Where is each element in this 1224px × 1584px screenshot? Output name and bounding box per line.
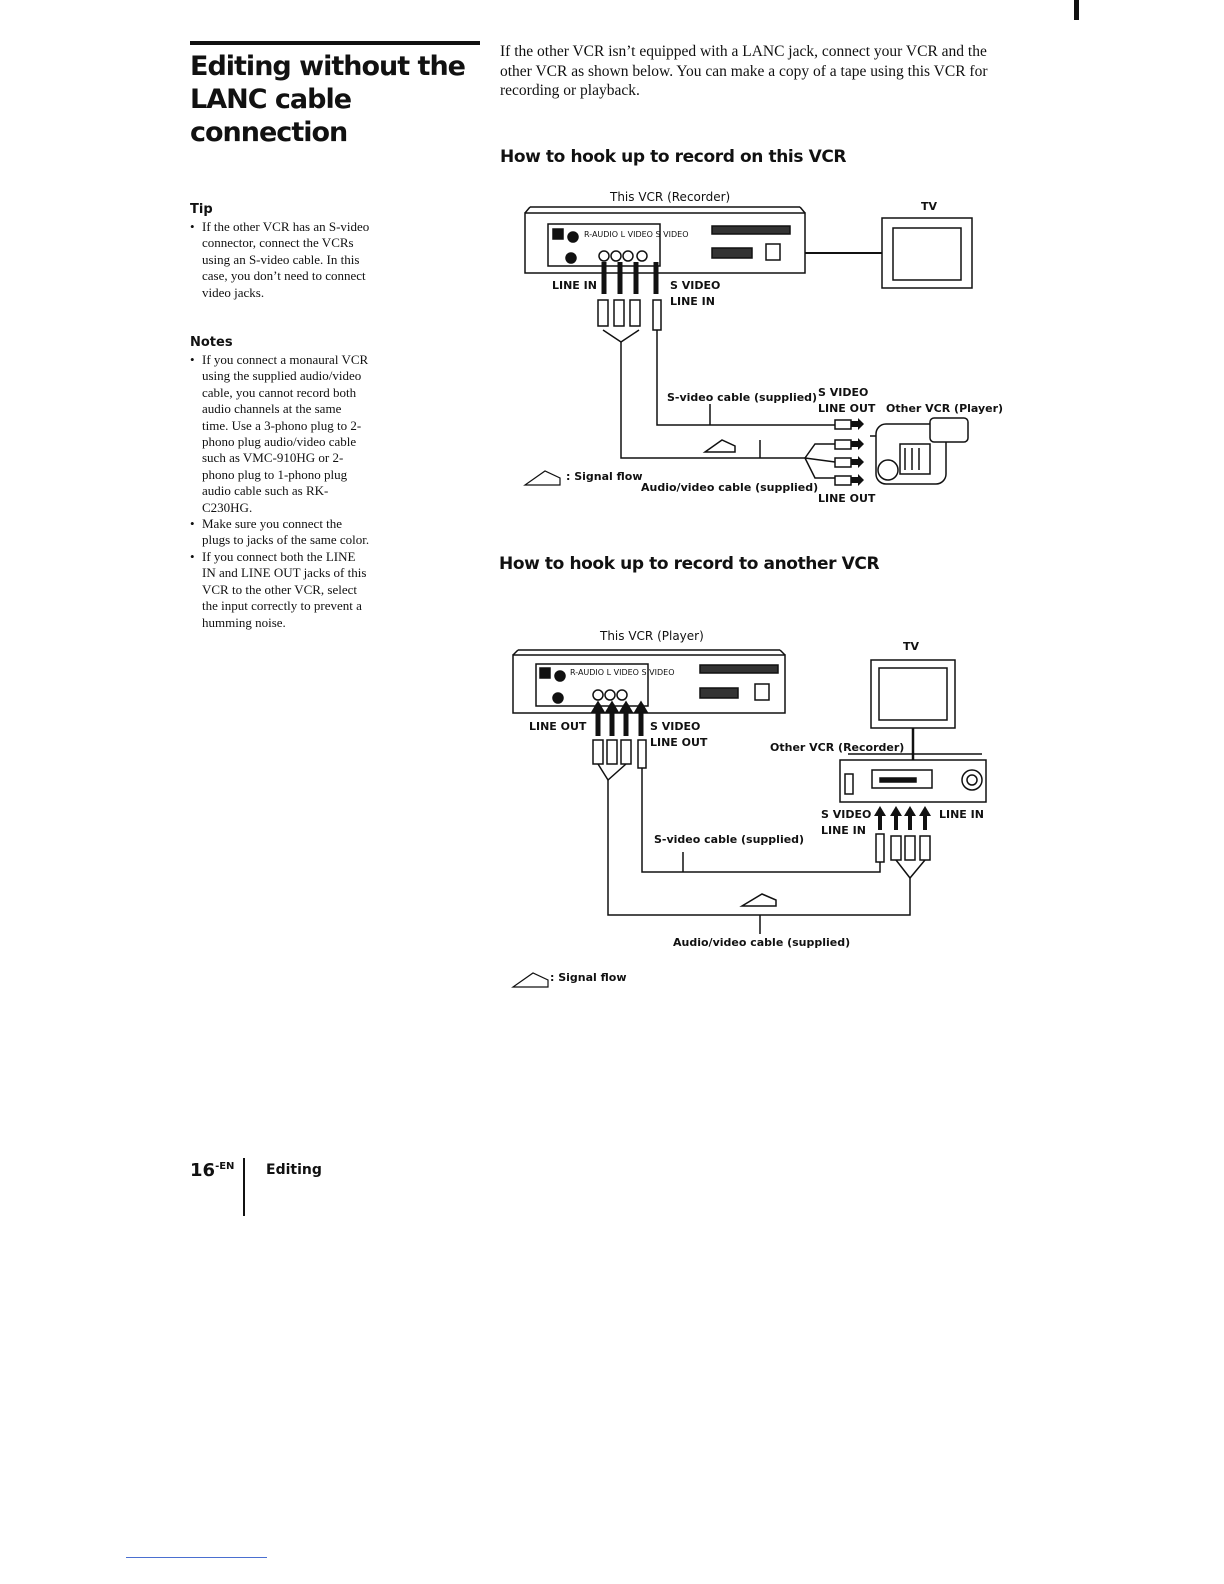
tip-item: If the other VCR has an S-video connecto… xyxy=(190,219,370,301)
other-vcr-player-label: Other VCR (Player) xyxy=(886,402,1004,415)
line-in-label-1: LINE IN xyxy=(552,279,597,292)
signal-flow-arrow-1 xyxy=(523,470,561,486)
tip-list: If the other VCR has an S-video connecto… xyxy=(190,219,370,301)
s-video-line-in-label-1b: LINE IN xyxy=(670,295,715,308)
line-in-label-2: LINE IN xyxy=(939,808,984,821)
page-number-value: 16 xyxy=(190,1160,216,1181)
line-out-label-2: LINE OUT xyxy=(529,720,587,733)
av-cable-label-2: Audio/video cable (supplied) xyxy=(673,936,851,949)
other-vcr-recorder-body xyxy=(839,759,987,803)
jack-panel-label-2: R-AUDIO L VIDEO S VIDEO xyxy=(570,668,675,677)
footer-divider xyxy=(243,1158,245,1216)
tip-block: Tip If the other VCR has an S-video conn… xyxy=(190,202,370,301)
tv-label-2: TV xyxy=(903,640,920,653)
s-video-line-in-label-1a: S VIDEO xyxy=(670,279,721,292)
page-number-suffix: -EN xyxy=(215,1161,235,1172)
tv-2 xyxy=(870,659,956,729)
av-cable-label-1: Audio/video cable (supplied) xyxy=(641,481,819,494)
title-rule xyxy=(190,41,480,45)
s-video-cable-label-1: S-video cable (supplied) xyxy=(667,391,818,404)
notes-heading: Notes xyxy=(190,335,233,350)
this-vcr-player-body xyxy=(512,654,786,714)
s-video-line-in-label-2b: LINE IN xyxy=(821,824,866,837)
note-item: If you connect a monaural VCR using the … xyxy=(190,352,370,516)
s-video-line-out-label-1a: S VIDEO xyxy=(818,386,869,399)
footer-section: Editing xyxy=(266,1162,322,1178)
notes-list: If you connect a monaural VCR using the … xyxy=(190,352,370,631)
this-vcr-recorder-label: This VCR (Recorder) xyxy=(610,190,731,204)
section2-heading: How to hook up to record to another VCR xyxy=(499,554,880,574)
section1-heading: How to hook up to record on this VCR xyxy=(500,147,847,167)
page-number: 16-EN xyxy=(190,1160,234,1181)
signal-flow-label-1: : Signal flow xyxy=(566,470,643,483)
note-item: If you connect both the LINE IN and LINE… xyxy=(190,549,370,631)
jack-panel-label-1: R-AUDIO L VIDEO S VIDEO xyxy=(584,230,689,239)
signal-flow-arrow-2 xyxy=(511,972,549,988)
tv-1 xyxy=(881,217,973,289)
line-out-label-1: LINE OUT xyxy=(818,492,876,505)
this-vcr-player-label: This VCR (Player) xyxy=(600,629,704,643)
s-video-line-in-label-2a: S VIDEO xyxy=(821,808,872,821)
notes-block: Notes If you connect a monaural VCR usin… xyxy=(190,335,370,631)
corner-mark xyxy=(1074,0,1079,20)
intro-paragraph: If the other VCR isn’t equipped with a L… xyxy=(500,43,988,99)
bottom-rule xyxy=(126,1557,267,1558)
this-vcr-recorder-body xyxy=(524,212,806,274)
s-video-line-out-label-2b: LINE OUT xyxy=(650,736,708,749)
s-video-cable-label-2: S-video cable (supplied) xyxy=(654,833,805,846)
s-video-line-out-label-1b: LINE OUT xyxy=(818,402,876,415)
signal-flow-label-2: : Signal flow xyxy=(550,971,627,984)
note-item: Make sure you connect the plugs to jacks… xyxy=(190,516,370,549)
other-vcr-recorder-label: Other VCR (Recorder) xyxy=(770,741,905,754)
camcorder-player xyxy=(870,417,969,485)
page-title: Editing without the LANC cable connectio… xyxy=(190,51,466,148)
tv-label-1: TV xyxy=(921,200,938,213)
s-video-line-out-label-2a: S VIDEO xyxy=(650,720,701,733)
tip-heading: Tip xyxy=(190,202,213,217)
